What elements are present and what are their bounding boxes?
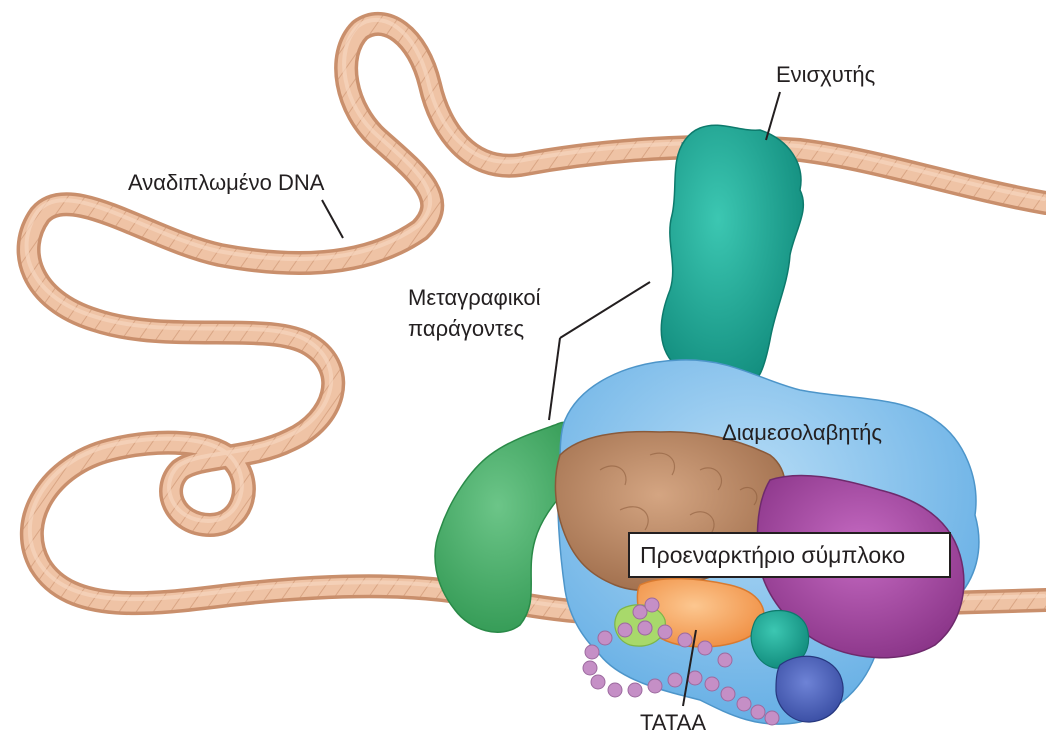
tail-bead-13 xyxy=(668,673,682,687)
label-transcription-factors-line2: παράγοντες xyxy=(408,316,524,341)
tail-bead-19 xyxy=(765,711,779,725)
tail-bead-extra-2 xyxy=(645,598,659,612)
tail-bead-6 xyxy=(598,631,612,645)
label-tataa: TATAA xyxy=(640,710,706,735)
tail-bead-extra-0 xyxy=(638,621,652,635)
label-preinitiation-complex-box: Προεναρκτήριο σύμπλοκο xyxy=(629,533,950,577)
tail-bead-7 xyxy=(585,645,599,659)
tail-bead-8 xyxy=(583,661,597,675)
tail-bead-9 xyxy=(591,675,605,689)
leader-line-folded-dna xyxy=(322,200,343,238)
label-transcription-factors-line1: Μεταγραφικοί xyxy=(408,285,541,310)
label-mediator: Διαμεσολαβητής xyxy=(722,420,882,445)
tail-bead-15 xyxy=(705,677,719,691)
tail-bead-10 xyxy=(608,683,622,697)
leader-line-transcription-factors xyxy=(560,282,650,338)
tail-bead-2 xyxy=(678,633,692,647)
tail-bead-1 xyxy=(698,641,712,655)
label-folded-dna: Αναδιπλωμένο DNA xyxy=(128,170,325,195)
tail-bead-18 xyxy=(751,705,765,719)
tail-bead-12 xyxy=(648,679,662,693)
general-factor-navy xyxy=(776,656,843,722)
label-preinitiation-complex: Προεναρκτήριο σύμπλοκο xyxy=(640,542,905,568)
tail-bead-11 xyxy=(628,683,642,697)
tail-bead-5 xyxy=(618,623,632,637)
label-enhancer: Ενισχυτής xyxy=(776,62,875,87)
leader-line-enhancer xyxy=(766,92,780,140)
tail-bead-3 xyxy=(658,625,672,639)
tail-bead-0 xyxy=(718,653,732,667)
tail-bead-17 xyxy=(737,697,751,711)
tail-bead-14 xyxy=(688,671,702,685)
leader-line-transcription-factors-green xyxy=(549,338,560,420)
transcription-factor-teal xyxy=(661,125,803,393)
tail-bead-16 xyxy=(721,687,735,701)
